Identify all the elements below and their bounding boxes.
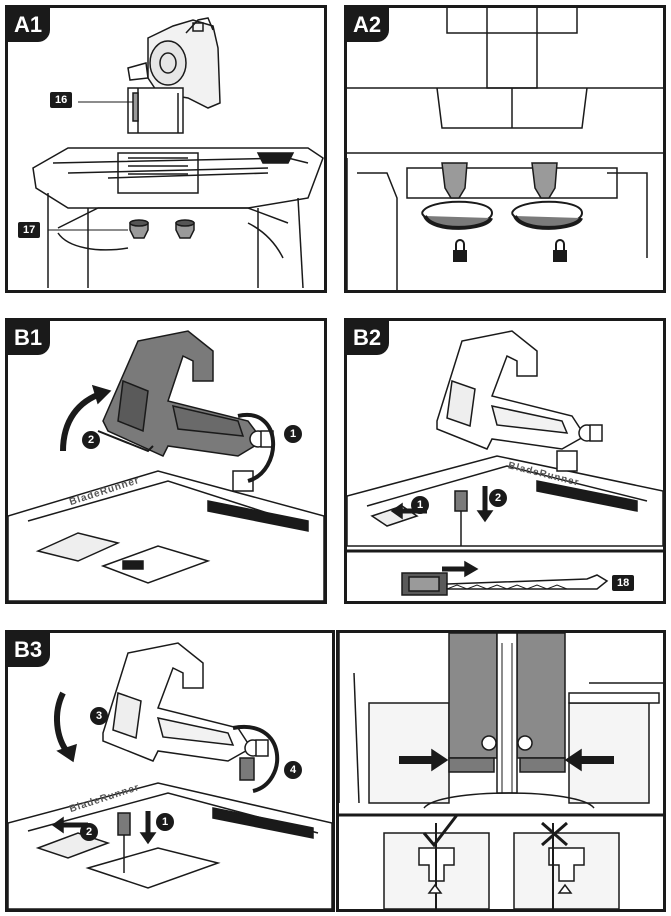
step-number-4: 4 xyxy=(284,761,302,779)
b3-illustration xyxy=(8,642,332,909)
a2-illustration xyxy=(347,8,663,290)
step-number-2: 2 xyxy=(82,431,100,449)
panel-label-b3: B3 xyxy=(8,633,51,667)
panel-label-b2: B2 xyxy=(347,321,390,355)
panel-b3: B3 1 2 3 xyxy=(5,630,335,912)
step-number-1: 1 xyxy=(284,425,302,443)
panel-label-a2: A2 xyxy=(347,8,390,42)
panel-b1: B1 1 2 BladeRunner xyxy=(5,318,327,604)
b3-detail-illustration xyxy=(339,633,663,909)
step-number-3: 3 xyxy=(90,707,108,725)
step-number-2: 2 xyxy=(489,489,507,507)
panel-label-a1: A1 xyxy=(8,8,51,42)
step-number-1: 1 xyxy=(156,813,174,831)
a1-illustration xyxy=(32,17,324,289)
panel-b3-detail xyxy=(336,630,666,912)
panel-b2: B2 xyxy=(344,318,666,604)
b2-illustration xyxy=(347,330,663,596)
callout-17: 17 xyxy=(18,222,41,238)
lock-icon xyxy=(453,239,467,262)
callout-16: 16 xyxy=(50,92,73,108)
callout-18: 18 xyxy=(612,575,635,591)
panel-a2: A2 xyxy=(344,5,666,293)
lock-icon xyxy=(553,239,567,262)
panel-label-b1: B1 xyxy=(8,321,51,355)
step-number-1: 1 xyxy=(411,496,429,514)
b1-illustration xyxy=(8,330,324,601)
step-number-2: 2 xyxy=(80,823,98,841)
panel-a1: A1 xyxy=(5,5,327,293)
